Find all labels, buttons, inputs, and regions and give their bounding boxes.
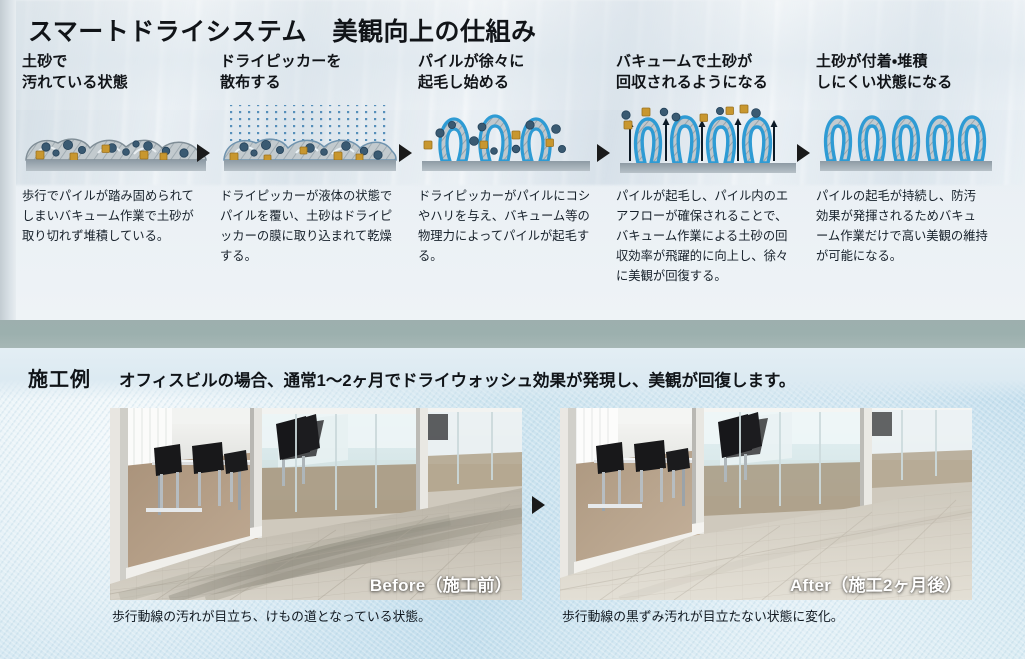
step-item-3: パイルが徐々に 起毛し始める [410, 52, 610, 320]
photo-after-caption: 歩行動線の黒ずみ汚れが目立たない状態に変化。 [562, 609, 844, 624]
step-item-4: バキュームで土砂が 回収されるようになる [608, 52, 810, 320]
before-after-arrow-icon [532, 496, 545, 514]
figure-flattened-soiled-pile [22, 103, 207, 177]
step-title-1: 土砂で 汚れている状態 [22, 53, 128, 91]
figure-spray-application [220, 103, 402, 177]
step-title-5: 土砂が付着・堆積 しにくい状態になる [816, 53, 953, 91]
background-top-fade [0, 348, 1025, 400]
photo-before-caption: 歩行動線の汚れが目立ち、けもの道となっている状態。 [112, 609, 431, 624]
flow-arrow-icon-1 [197, 144, 210, 162]
step-desc-1: 歩行でパイルが踏み固められてしまいバキューム作業で土砂が取り切れず堆積している。 [22, 189, 194, 244]
figure-vacuum-airflow [616, 103, 800, 177]
step-desc-3: ドライピッカーがパイルにコシやハリを与え、バキューム等の物理力によってパイルが起… [418, 189, 591, 264]
page-title: スマートドライシステム 美観向上の仕組み [28, 18, 537, 46]
flow-arrow-icon-3 [597, 144, 610, 162]
background-header-strip [0, 0, 1025, 110]
case-example-header: 施工例 オフィスビルの場合、通常1～2ヶ月でドライウォッシュ効果が発現し、美観が… [28, 363, 795, 392]
photo-after-badge: After（施工2ヶ月後） [789, 576, 962, 595]
step-item-2: ドライピッカーを 散布する [212, 52, 412, 320]
step-title-3: パイルが徐々に 起毛し始める [418, 53, 525, 91]
flow-arrow-icon-4 [797, 144, 810, 162]
flow-arrow-icon-2 [399, 144, 412, 162]
photo-before-badge: Before（施工前） [369, 576, 512, 595]
step-item-5: 土砂が付着・堆積 しにくい状態になる [808, 52, 1025, 320]
step-desc-4: パイルが起毛し、パイル内のエアフローが確保されることで、バキューム作業による土砂… [616, 189, 789, 283]
case-example-label: 施工例 [28, 369, 91, 391]
photo-comparison-row: Before（施工前） [0, 408, 1025, 608]
photo-after-scene [560, 408, 972, 600]
photo-after: After（施工2ヶ月後） [560, 408, 972, 600]
photo-before-scene [110, 408, 522, 600]
mechanism-section: スマートドライシステム 美観向上の仕組み 土砂で 汚れている状態 [0, 0, 1025, 320]
step-desc-5: パイルの起毛が持続し、防汚効果が発揮されるためバキューム作業だけで高い美観の維持… [816, 189, 988, 264]
figure-pile-lifting [418, 103, 600, 177]
section-divider [0, 320, 1025, 348]
step-title-2: ドライピッカーを 散布する [220, 53, 342, 91]
step-item-1: 土砂で 汚れている状態 [0, 52, 212, 320]
step-title-4: バキュームで土砂が 回収されるようになる [616, 53, 769, 91]
case-example-subtitle: オフィスビルの場合、通常1～2ヶ月でドライウォッシュ効果が発現し、美観が回復しま… [119, 372, 796, 390]
case-example-section: 施工例 オフィスビルの場合、通常1～2ヶ月でドライウォッシュ効果が発現し、美観が… [0, 348, 1025, 659]
left-edge-rail [0, 0, 16, 320]
photo-before: Before（施工前） [110, 408, 522, 600]
step-list: 土砂で 汚れている状態 [0, 52, 1025, 320]
figure-clean-upright-pile [816, 103, 1017, 177]
step-desc-2: ドライピッカーが液体の状態でパイルを覆い、土砂はドライピッカーの膜に取り込まれて… [220, 189, 393, 264]
